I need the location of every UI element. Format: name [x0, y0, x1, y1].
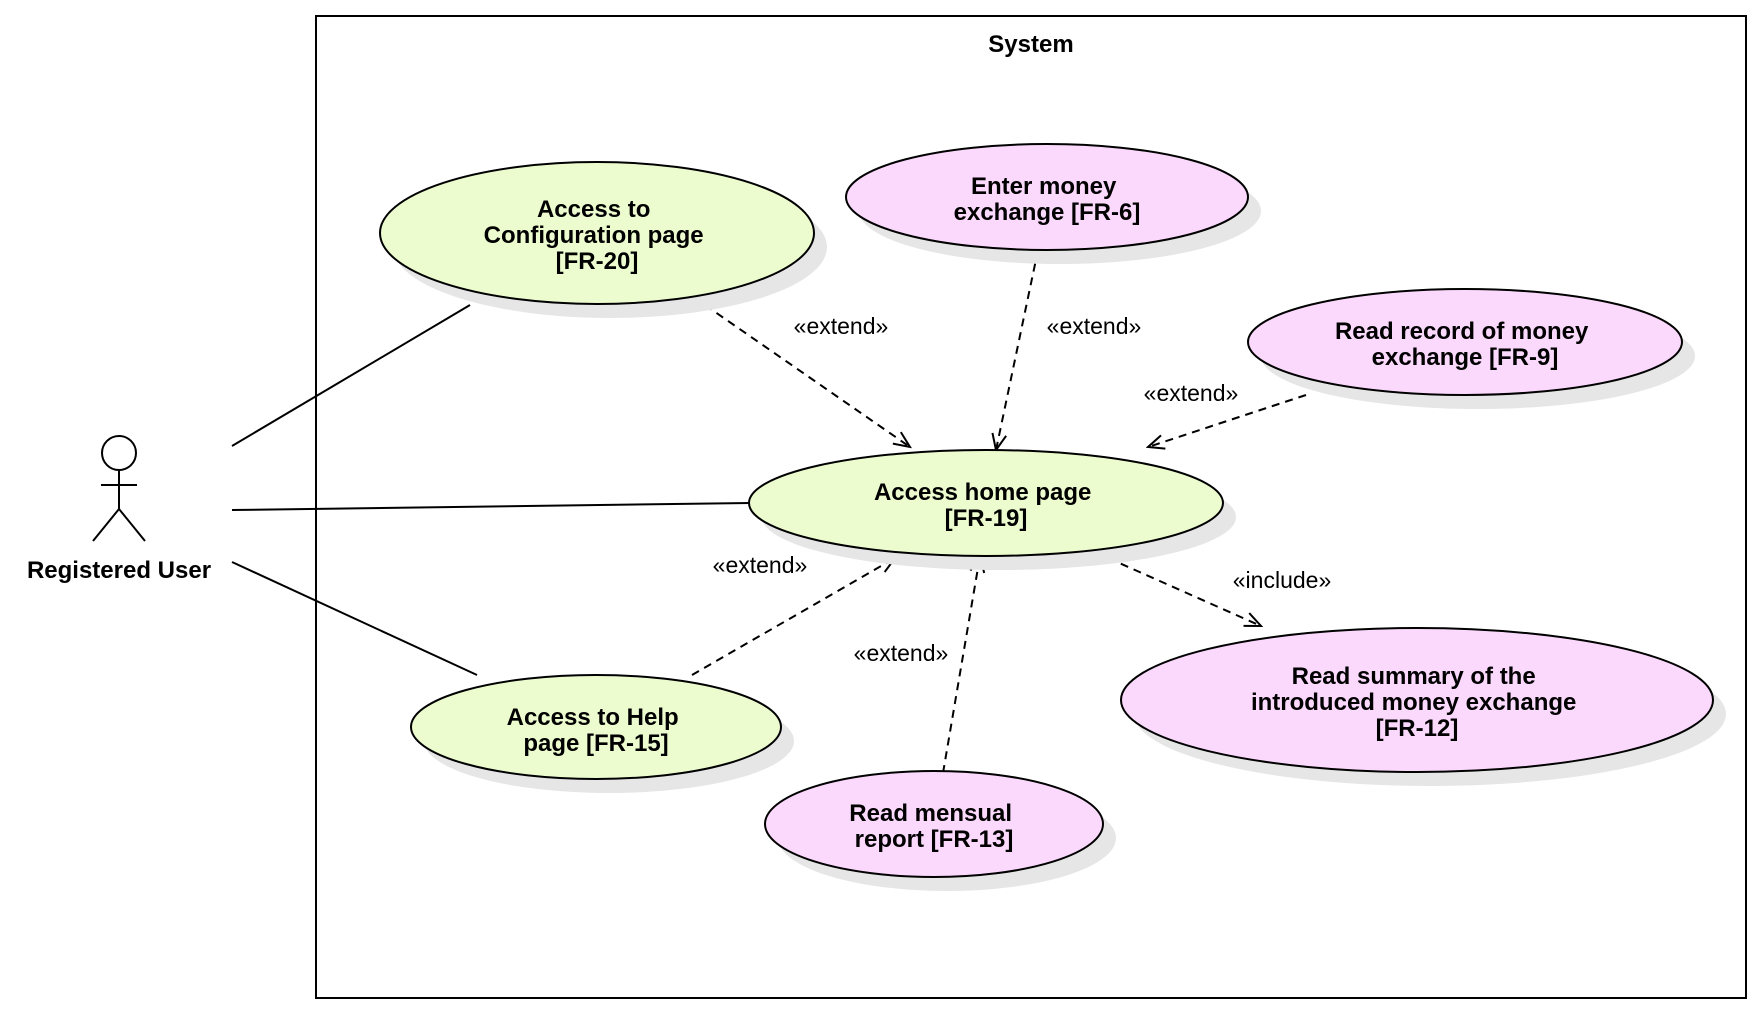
use-case-ellipse [379, 161, 815, 305]
label-line: Access to [537, 196, 650, 223]
use-case-fr13[interactable]: Read mensual report [FR-13] [764, 770, 1116, 891]
use-case-ellipse [845, 143, 1249, 251]
system-title: System [988, 31, 1073, 58]
relation-label: «extend» [854, 640, 949, 666]
use-case-fr19[interactable]: Access home page [FR-19] [748, 449, 1236, 570]
extend-arrow [691, 558, 895, 676]
actor-registered-user[interactable]: Registered User [27, 435, 211, 584]
label-line: exchange [FR-6] [954, 199, 1141, 226]
label-line: Access home page [874, 479, 1091, 506]
actor-label: Registered User [27, 557, 211, 584]
use-case-label: Read summary of the introduced money exc… [1251, 663, 1583, 742]
label-line: page [FR-15] [523, 730, 668, 757]
use-case-fr12[interactable]: Read summary of the introduced money exc… [1120, 627, 1726, 786]
label-line: Read summary of the [1292, 663, 1536, 690]
use-case-fr6[interactable]: Enter money exchange [FR-6] [845, 143, 1261, 264]
use-case-ellipse [410, 674, 782, 780]
relation-label: «extend» [713, 552, 808, 578]
label-line: Access to Help [507, 704, 679, 731]
use-case-ellipse [764, 770, 1104, 878]
use-case-label: Read mensual report [FR-13] [849, 800, 1018, 853]
relation-label: «include» [1233, 567, 1331, 593]
label-line: Enter money [971, 173, 1117, 200]
use-case-fr9[interactable]: Read record of money exchange [FR-9] [1247, 288, 1695, 409]
use-case-label: Access home page [FR-19] [874, 479, 1098, 532]
extend-arrow [996, 249, 1039, 450]
association-line [231, 502, 751, 511]
label-line: [FR-12] [1376, 715, 1459, 742]
relation-label: «extend» [794, 313, 889, 339]
relations [691, 249, 1307, 774]
label-line: Read record of money [1335, 318, 1589, 345]
associations [231, 304, 751, 676]
relation-labels: «extend» «extend» «extend» «extend» «ext… [713, 313, 1332, 666]
relation-label: «extend» [1144, 380, 1239, 406]
use-case-ellipse [1247, 288, 1683, 396]
association-line [231, 561, 478, 676]
use-case-label: Read record of money exchange [FR-9] [1335, 318, 1595, 371]
use-case-label: Access to Help page [FR-15] [507, 704, 686, 757]
use-case-ellipse [748, 449, 1224, 557]
label-line: Configuration page [484, 222, 704, 249]
label-line: [FR-20] [556, 248, 639, 275]
use-case-fr15[interactable]: Access to Help page [FR-15] [410, 674, 794, 793]
use-case-label: Access to Configuration page [FR-20] [484, 196, 711, 275]
label-line: introduced money exchange [1251, 689, 1576, 716]
use-case-label: Enter money exchange [FR-6] [954, 173, 1141, 226]
label-line: report [FR-13] [855, 826, 1014, 853]
relation-label: «extend» [1047, 313, 1142, 339]
use-case-fr20[interactable]: Access to Configuration page [FR-20] [379, 161, 827, 318]
label-line: Read mensual [849, 800, 1012, 827]
association-line [231, 304, 471, 447]
extend-arrow [942, 556, 980, 774]
label-line: exchange [FR-9] [1372, 344, 1559, 371]
label-line: [FR-19] [945, 505, 1028, 532]
use-case-ellipse [1120, 627, 1714, 773]
stick-figure-icon [92, 435, 146, 542]
